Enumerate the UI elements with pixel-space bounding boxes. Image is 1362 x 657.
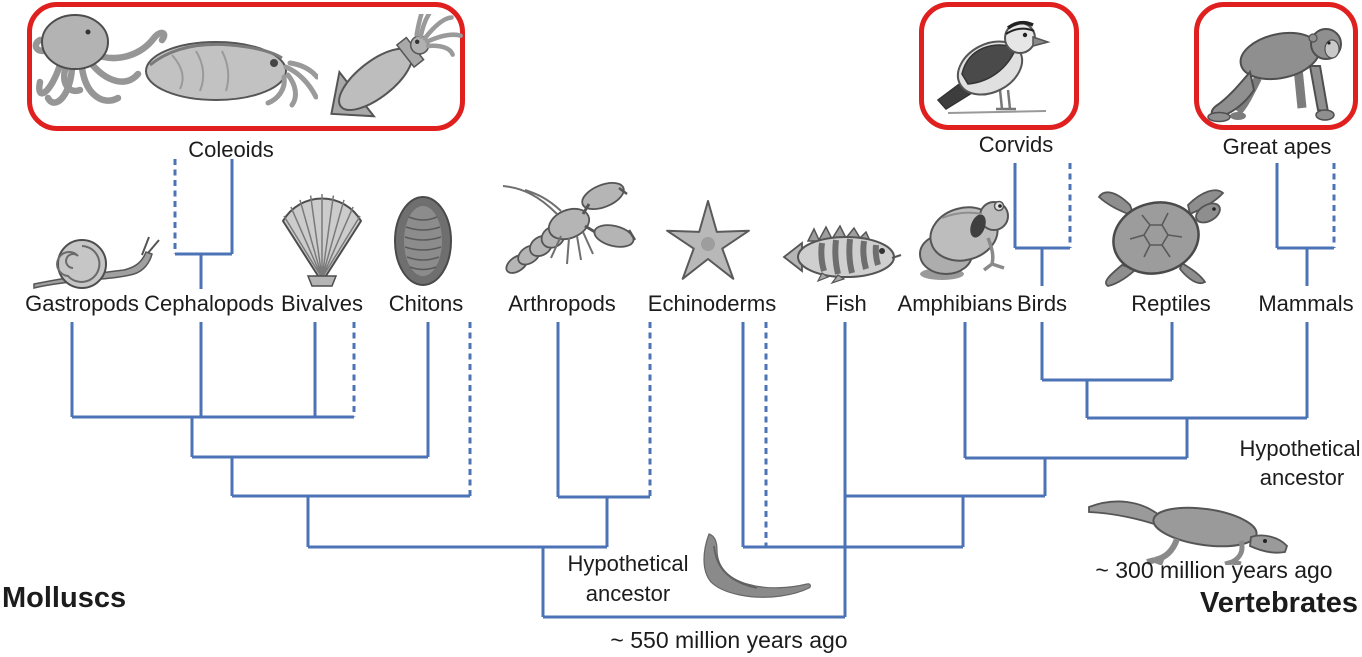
bilaterian-ancestor-label-line2: ancestor xyxy=(585,581,671,606)
worm-like-ancestor-illustration xyxy=(703,533,811,598)
great-apes-subtree xyxy=(1275,163,1336,286)
amniote-ancestor-label-line2: ancestor xyxy=(1259,465,1345,490)
vertebrates-title: Vertebrates xyxy=(1200,587,1358,619)
chiton-illustration xyxy=(394,196,452,286)
molluscs-title: Molluscs xyxy=(2,582,127,614)
bilaterian-ancestor-label-line1: Hypothetical xyxy=(567,551,689,576)
taxon-label-mammals: Mammals xyxy=(1258,291,1354,316)
coleoids-highlight-box xyxy=(27,2,465,131)
cuttlefish-illustration xyxy=(145,41,318,108)
corvid-bird-illustration xyxy=(936,20,1051,114)
deuterostome-clade-branches xyxy=(741,322,1047,549)
taxon-label-arthropods: Arthropods xyxy=(508,291,616,316)
great-apes-highlight-box xyxy=(1194,2,1358,130)
taxon-label-reptiles: Reptiles xyxy=(1131,291,1211,316)
early-amniote-ancestor-illustration xyxy=(1088,500,1289,565)
root-550-box-branches xyxy=(541,322,847,619)
starfish-illustration xyxy=(666,200,750,280)
tetrapod-clade-branches xyxy=(963,322,1309,460)
taxon-label-echinoderms: Echinoderms xyxy=(647,291,777,316)
frog-illustration xyxy=(919,200,1009,280)
arthropod-clade-branches xyxy=(556,322,652,547)
taxon-label-gastropods: Gastropods xyxy=(25,291,139,316)
taxon-label-chitons: Chitons xyxy=(388,291,464,316)
coleoids-subtree xyxy=(173,159,234,289)
corvids-label: Corvids xyxy=(978,132,1054,157)
mollusc-clade-branches xyxy=(70,322,607,549)
amniote-ancestor-label-line1: Hypothetical xyxy=(1239,436,1361,461)
corvids-subtree xyxy=(1013,163,1072,286)
sea-turtle-illustration xyxy=(1097,189,1225,287)
taxon-label-birds: Birds xyxy=(1016,291,1068,316)
taxon-label-fish: Fish xyxy=(825,291,867,316)
lobster-illustration xyxy=(502,181,637,274)
corvids-highlight-box xyxy=(919,2,1079,130)
great-apes-label: Great apes xyxy=(1222,134,1332,159)
squid-illustration xyxy=(330,14,463,118)
coleoids-label: Coleoids xyxy=(188,137,274,162)
chimpanzee-illustration xyxy=(1207,28,1342,123)
amniote-ancestor-time: ~ 300 million years ago xyxy=(1095,557,1333,583)
taxon-label-amphibians: Amphibians xyxy=(897,291,1013,316)
taxon-label-bivalves: Bivalves xyxy=(281,291,363,316)
scallop-shell-illustration xyxy=(281,194,363,287)
bilaterian-ancestor-time: ~ 550 million years ago xyxy=(610,627,848,653)
octopus-illustration xyxy=(32,14,168,106)
taxon-label-cephalopods: Cephalopods xyxy=(144,291,274,316)
perch-fish-illustration xyxy=(782,224,902,285)
snail-illustration xyxy=(33,236,160,289)
